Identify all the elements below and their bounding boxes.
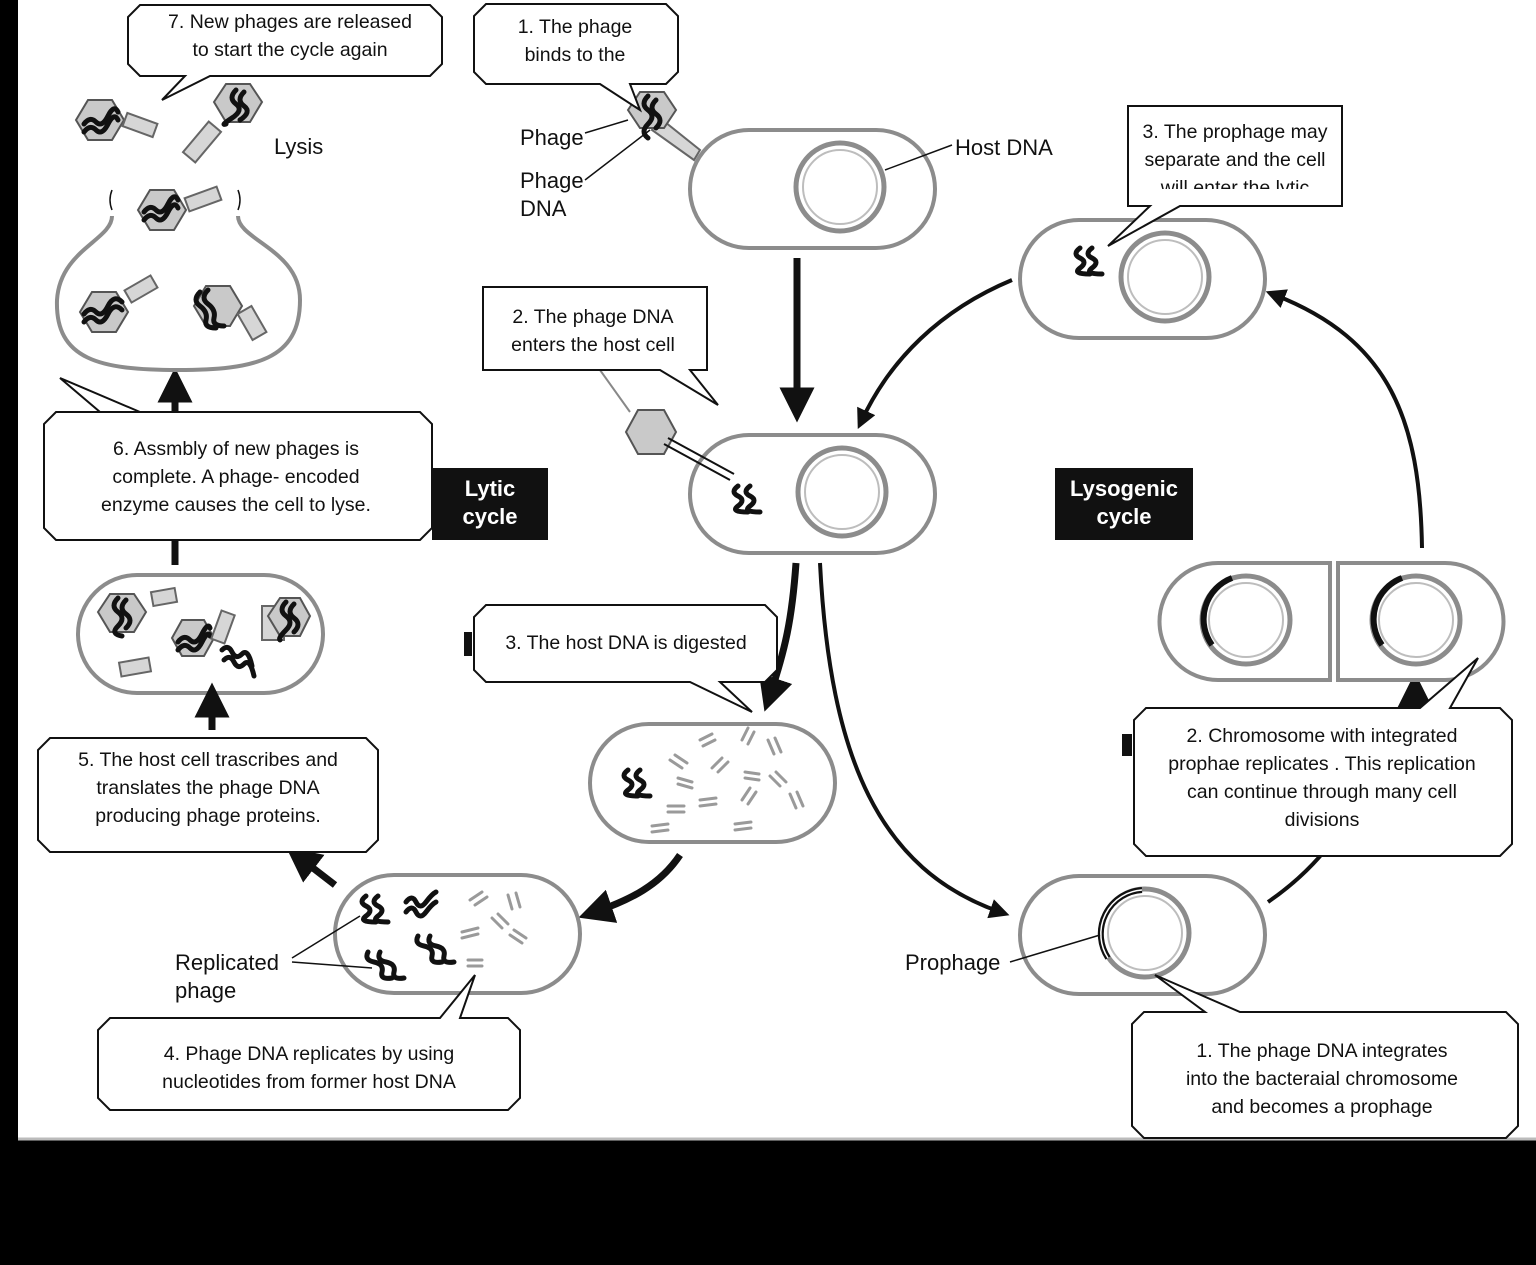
released-phage-1 xyxy=(74,99,159,141)
lytic-step-3-bubble: 3. The host DNA is digested xyxy=(464,604,778,713)
host-dna-label: Host DNA xyxy=(955,135,1053,160)
replicated-phage-label-1: Replicated xyxy=(175,950,279,975)
arrow-digestion-to-replication xyxy=(578,853,683,923)
lysis-membrane-right xyxy=(237,189,241,211)
svg-text:7. New phages are released: 7. New phages are released xyxy=(168,11,412,33)
lysogenic-step-1-bubble: 1. The phage DNA integrates into the bac… xyxy=(1131,974,1519,1139)
svg-text:separate and the cell: separate and the cell xyxy=(1144,149,1325,171)
arrow-replication-to-synthesis xyxy=(286,847,338,888)
phage-dna-label-2: DNA xyxy=(520,196,567,221)
svg-text:will enter the lytic: will enter the lytic xyxy=(1160,177,1310,199)
replicated-phage-label-2: phage xyxy=(175,978,236,1003)
prophage-label: Prophage xyxy=(905,950,1000,975)
released-phage-3 xyxy=(136,185,223,231)
host-cell-infected xyxy=(688,433,937,555)
lytic-step-1-bubble: 1. The phage binds to the xyxy=(473,3,679,113)
host-cell-digested xyxy=(588,722,837,844)
svg-text:and becomes a prophage: and becomes a prophage xyxy=(1211,1096,1432,1118)
replicated-phage-leader-1 xyxy=(291,915,361,959)
svg-text:cycle: cycle xyxy=(462,504,517,529)
svg-text:Lysogenic: Lysogenic xyxy=(1070,476,1178,501)
svg-text:enters the host cell: enters the host cell xyxy=(511,334,675,356)
svg-text:1. The phage: 1. The phage xyxy=(518,16,633,38)
empty-phage-coat-icon xyxy=(599,369,735,481)
phage-label: Phage xyxy=(520,125,584,150)
lytic-cycle-tag: Lytic cycle xyxy=(432,468,548,540)
svg-text:6. Assmbly of new phages is: 6. Assmbly of new phages is xyxy=(113,438,359,460)
host-cell-synthesizing xyxy=(76,573,325,695)
svg-text:Lytic: Lytic xyxy=(465,476,516,501)
phage-leader xyxy=(584,119,629,134)
svg-text:producing phage proteins.: producing phage proteins. xyxy=(95,805,321,827)
dividing-cells xyxy=(1157,561,1506,682)
attached-phage-icon xyxy=(626,91,702,162)
arrow-excision-to-lytic xyxy=(857,278,1013,430)
svg-text:nucleotides from former host D: nucleotides from former host DNA xyxy=(162,1071,456,1093)
svg-text:to start the cycle again: to start the cycle again xyxy=(192,39,387,61)
prophage-cell xyxy=(1018,874,1267,996)
svg-text:binds to the: binds to the xyxy=(525,44,626,66)
svg-text:3. The host DNA is digested: 3. The host DNA is digested xyxy=(505,632,746,654)
lysogenic-cycle-tag: Lysogenic cycle xyxy=(1055,468,1193,540)
lysogenic-step-3-bubble: 3. The prophage may separate and the cel… xyxy=(1107,105,1343,247)
lytic-step-5-bubble: 5. The host cell trascribes and translat… xyxy=(37,737,379,853)
svg-text:5. The host cell trascribes an: 5. The host cell trascribes and xyxy=(78,749,338,771)
lysis-label: Lysis xyxy=(274,134,323,159)
lytic-step-6-bubble: 6. Assmbly of new phages is complete. A … xyxy=(43,377,433,541)
lysogenic-step-2-bubble: 2. Chromosome with integrated prophae re… xyxy=(1122,657,1513,857)
svg-text:divisions: divisions xyxy=(1285,809,1360,831)
arrow-division-to-excision xyxy=(1265,289,1424,549)
svg-text:2. The phage DNA: 2. The phage DNA xyxy=(512,306,673,328)
lytic-step-7-bubble: 7. New phages are released to start the … xyxy=(127,4,443,101)
excised-prophage-cell xyxy=(1018,218,1267,340)
lysis-membrane-left xyxy=(109,189,113,211)
svg-text:translates the phage DNA: translates the phage DNA xyxy=(96,777,319,799)
phage-dna-label-1: Phage xyxy=(520,168,584,193)
arrow-entry-to-prophage xyxy=(818,562,1010,919)
arrow-entry-to-digestion xyxy=(758,562,800,712)
host-cell-initial xyxy=(688,128,937,250)
prophage-leader xyxy=(1009,934,1101,963)
svg-text:prophae replicates . This repl: prophae replicates . This replication xyxy=(1168,753,1475,775)
host-dna-leader xyxy=(884,144,953,171)
released-phage-2 xyxy=(181,83,264,164)
svg-text:into the bacteraial chromosome: into the bacteraial chromosome xyxy=(1186,1068,1458,1090)
phage-dna-leader xyxy=(584,129,651,181)
lytic-step-2-bubble: 2. The phage DNA enters the host cell xyxy=(482,286,719,406)
svg-text:cycle: cycle xyxy=(1096,504,1151,529)
svg-text:4. Phage DNA replicates by usi: 4. Phage DNA replicates by using xyxy=(164,1043,455,1065)
svg-text:1. The phage DNA integrates: 1. The phage DNA integrates xyxy=(1196,1040,1447,1062)
svg-text:3. The prophage may: 3. The prophage may xyxy=(1142,121,1327,143)
svg-text:enzyme causes the cell to lyse: enzyme causes the cell to lyse. xyxy=(101,494,371,516)
replicated-phage-leader-2 xyxy=(291,961,373,969)
svg-text:can continue through many cell: can continue through many cell xyxy=(1187,781,1457,803)
host-cell-lysing xyxy=(54,215,303,373)
svg-text:2. Chromosome with integrated: 2. Chromosome with integrated xyxy=(1187,725,1458,747)
svg-text:complete. A phage- encoded: complete. A phage- encoded xyxy=(112,466,359,488)
lytic-step-4-bubble: 4. Phage DNA replicates by using nucleot… xyxy=(97,974,521,1111)
host-cell-replicating xyxy=(333,873,582,995)
